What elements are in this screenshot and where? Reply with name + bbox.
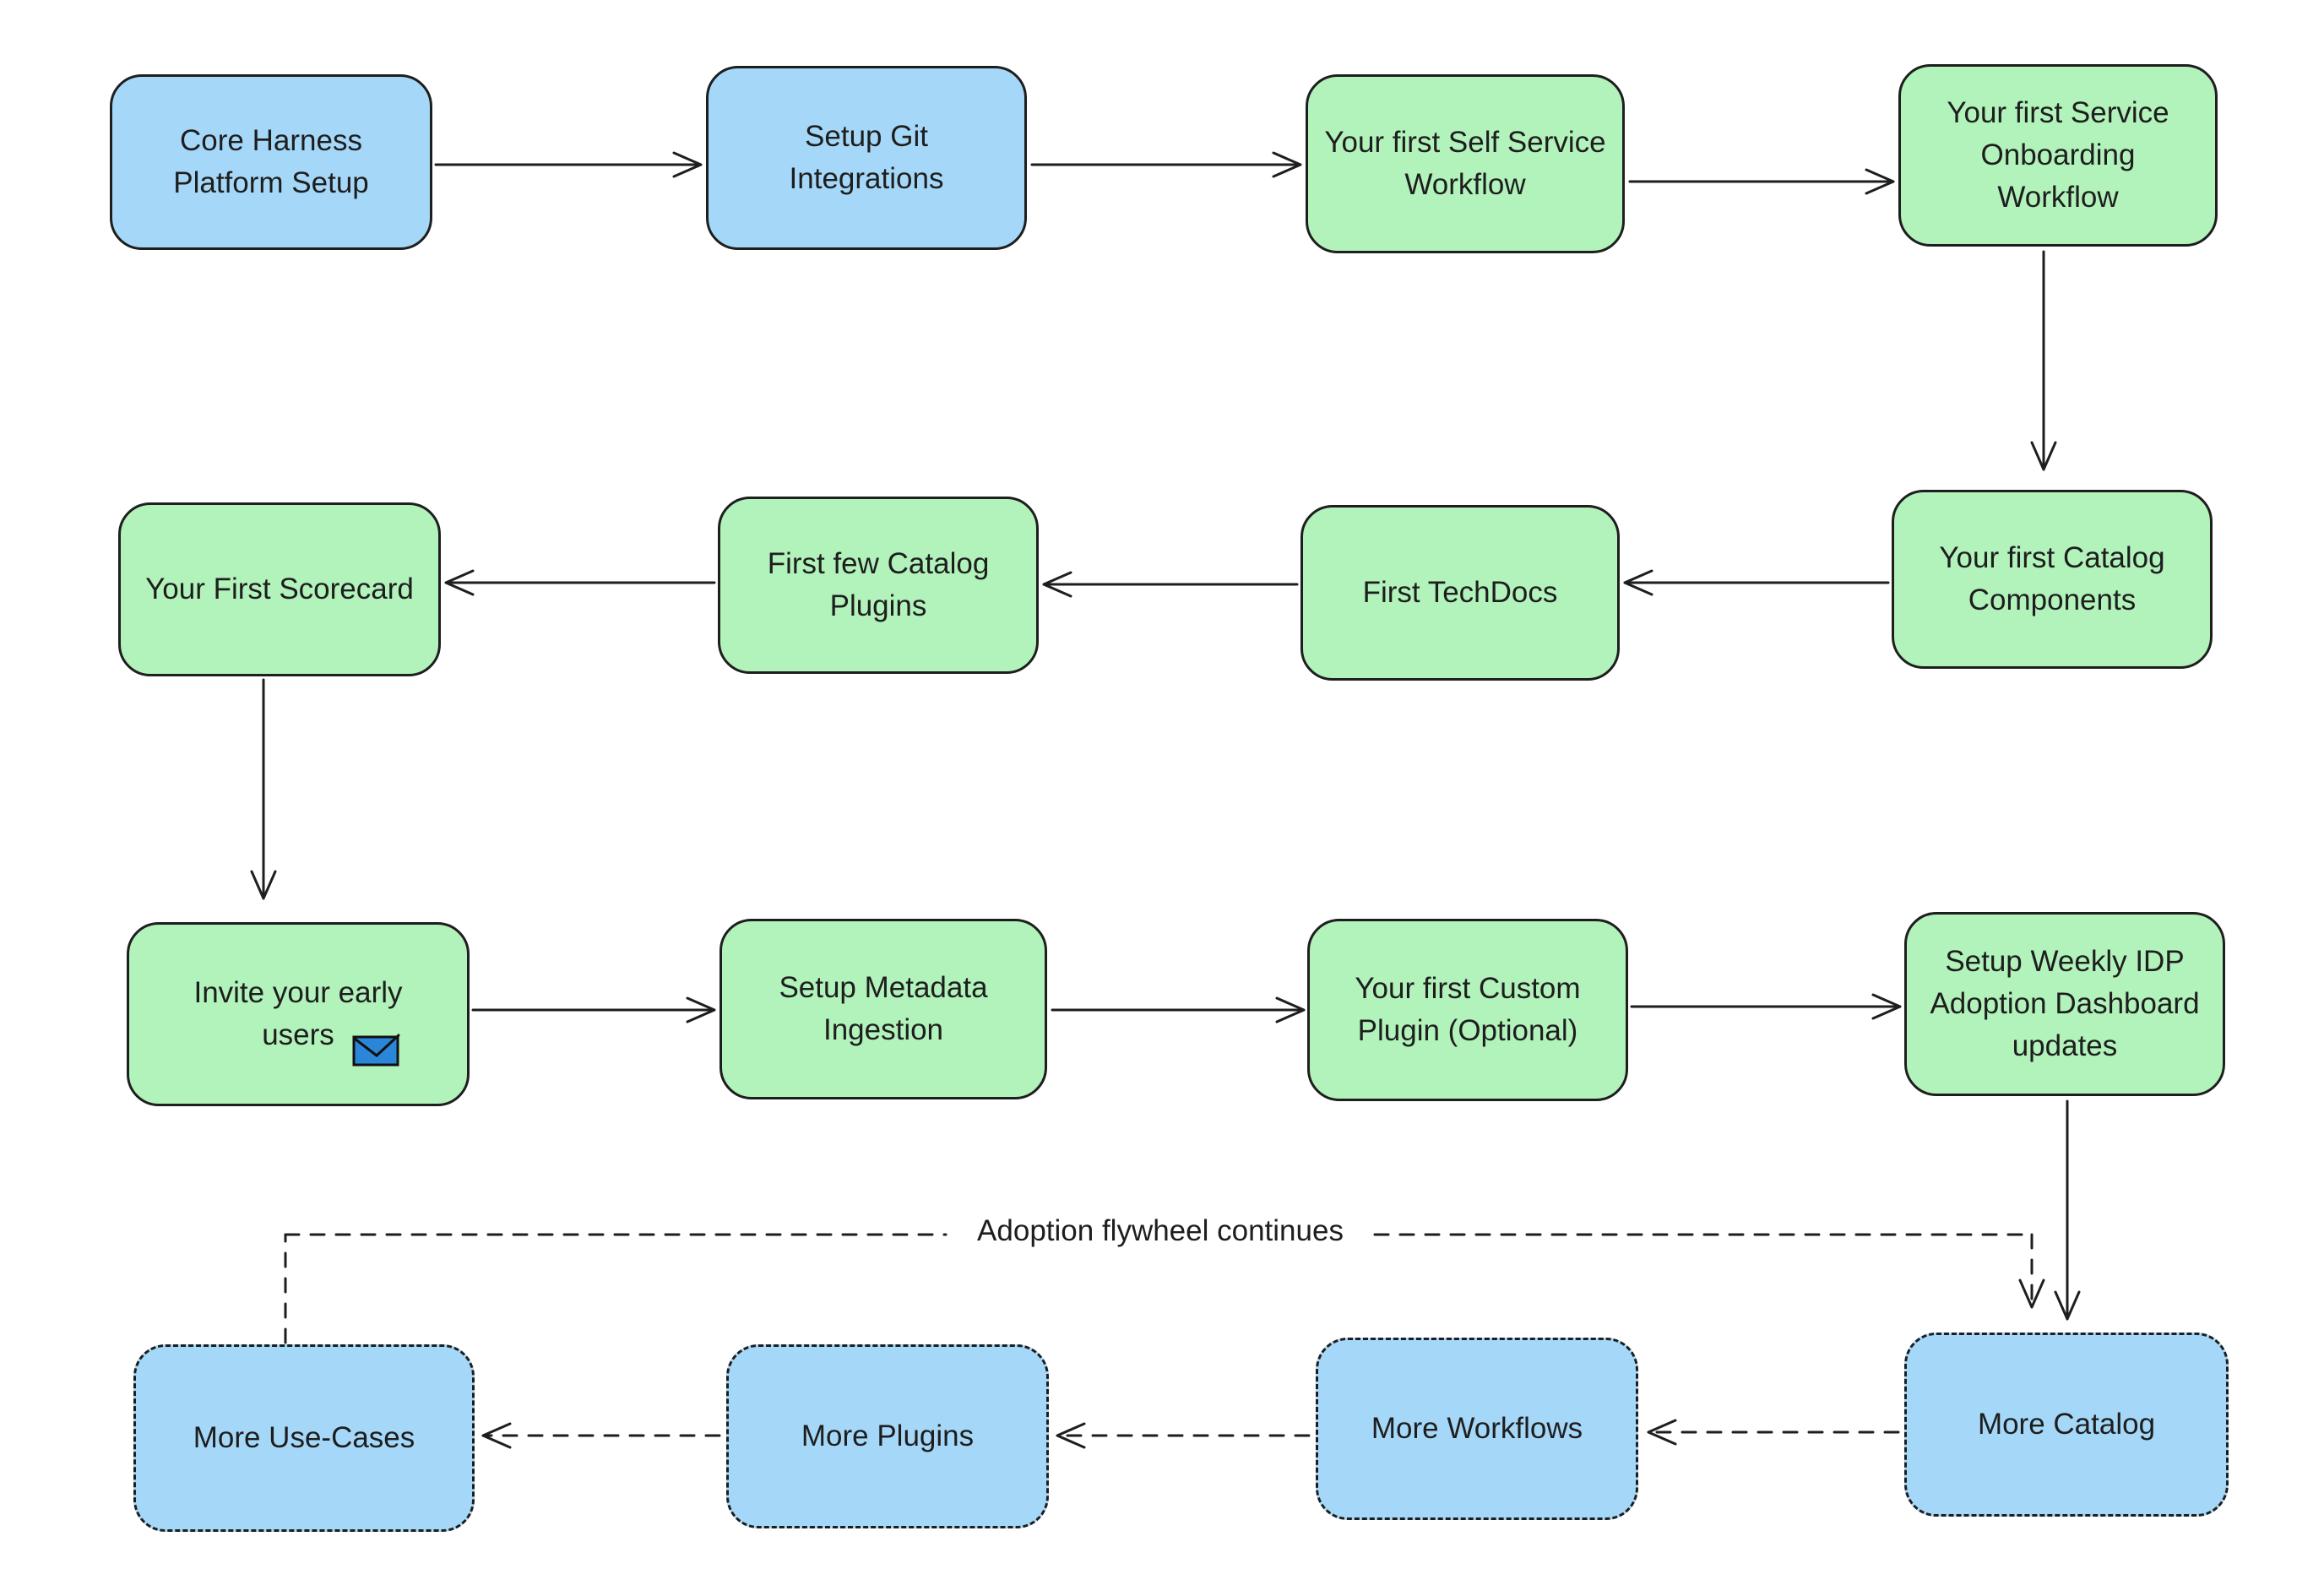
arrow-onboarding-to-catalog-components (2030, 250, 2057, 471)
node-setup-git-integrations: Setup Git Integrations (706, 66, 1027, 250)
node-label: Setup Metadata Ingestion (779, 971, 988, 1046)
node-first-self-service-workflow: Your first Self Service Workflow (1306, 74, 1625, 253)
envelope-icon (352, 1034, 400, 1067)
flywheel-path (284, 1233, 2045, 1344)
node-label: More Catalog (1977, 1408, 2156, 1441)
arrow-git-to-selfservice (1030, 151, 1302, 178)
node-first-catalog-components: Your first Catalog Components (1892, 490, 2213, 669)
node-label: More Plugins (801, 1420, 975, 1453)
node-label: First TechDocs (1362, 576, 1558, 610)
node-label: Invite your early users (193, 976, 403, 1051)
node-first-few-catalog-plugins: First few Catalog Plugins (718, 497, 1039, 674)
node-first-scorecard: Your First Scorecard (118, 502, 441, 676)
arrow-more-workflows-to-more-plugins (1056, 1422, 1311, 1449)
arrow-core-to-git (434, 151, 703, 178)
arrow-invite-users-to-metadata (471, 996, 716, 1023)
arrow-techdocs-to-catalog-plugins (1042, 571, 1299, 598)
node-more-plugins: More Plugins (726, 1344, 1049, 1528)
node-setup-weekly-idp-dashboard: Setup Weekly IDP Adoption Dashboard upda… (1904, 912, 2225, 1096)
arrow-custom-plugin-to-idp-dashboard (1630, 993, 1902, 1020)
node-setup-metadata-ingestion: Setup Metadata Ingestion (719, 919, 1047, 1099)
node-label: More Use-Cases (193, 1421, 415, 1455)
node-first-techdocs: First TechDocs (1300, 505, 1620, 681)
node-label: Your first Catalog Components (1939, 541, 2165, 616)
flywheel-label: Adoption flywheel continues (977, 1214, 1344, 1247)
arrow-idp-dashboard-to-more-catalog (2054, 1099, 2081, 1321)
node-label: Your First Scorecard (145, 573, 414, 606)
arrow-more-plugins-to-more-use-cases (481, 1422, 721, 1449)
node-more-workflows: More Workflows (1316, 1338, 1638, 1520)
node-label: First few Catalog Plugins (767, 547, 990, 622)
node-more-use-cases: More Use-Cases (133, 1344, 475, 1532)
node-label: Setup Git Integrations (789, 120, 944, 195)
arrow-selfservice-to-onboarding (1628, 168, 1895, 195)
arrow-more-catalog-to-more-workflows (1647, 1419, 1900, 1446)
node-invite-early-users: Invite your early users (127, 922, 470, 1106)
node-first-custom-plugin: Your first Custom Plugin (Optional) (1307, 919, 1628, 1101)
node-first-service-onboarding-workflow: Your first Service Onboarding Workflow (1898, 64, 2218, 247)
node-label: Your first Self Service Workflow (1324, 126, 1606, 201)
node-core-harness-platform-setup: Core Harness Platform Setup (110, 74, 432, 250)
node-label: Setup Weekly IDP Adoption Dashboard upda… (1930, 945, 2200, 1062)
node-label: More Workflows (1371, 1412, 1583, 1446)
node-label: Your first Service Onboarding Workflow (1947, 96, 2169, 214)
node-label: Your first Custom Plugin (Optional) (1355, 972, 1581, 1047)
arrow-metadata-to-custom-plugin (1051, 996, 1306, 1023)
arrow-catalog-plugins-to-scorecard (444, 569, 716, 596)
node-label: Core Harness Platform Setup (173, 124, 369, 199)
node-more-catalog: More Catalog (1904, 1333, 2229, 1517)
arrow-catalog-components-to-techdocs (1623, 569, 1890, 596)
arrow-scorecard-to-invite-users (250, 678, 277, 900)
